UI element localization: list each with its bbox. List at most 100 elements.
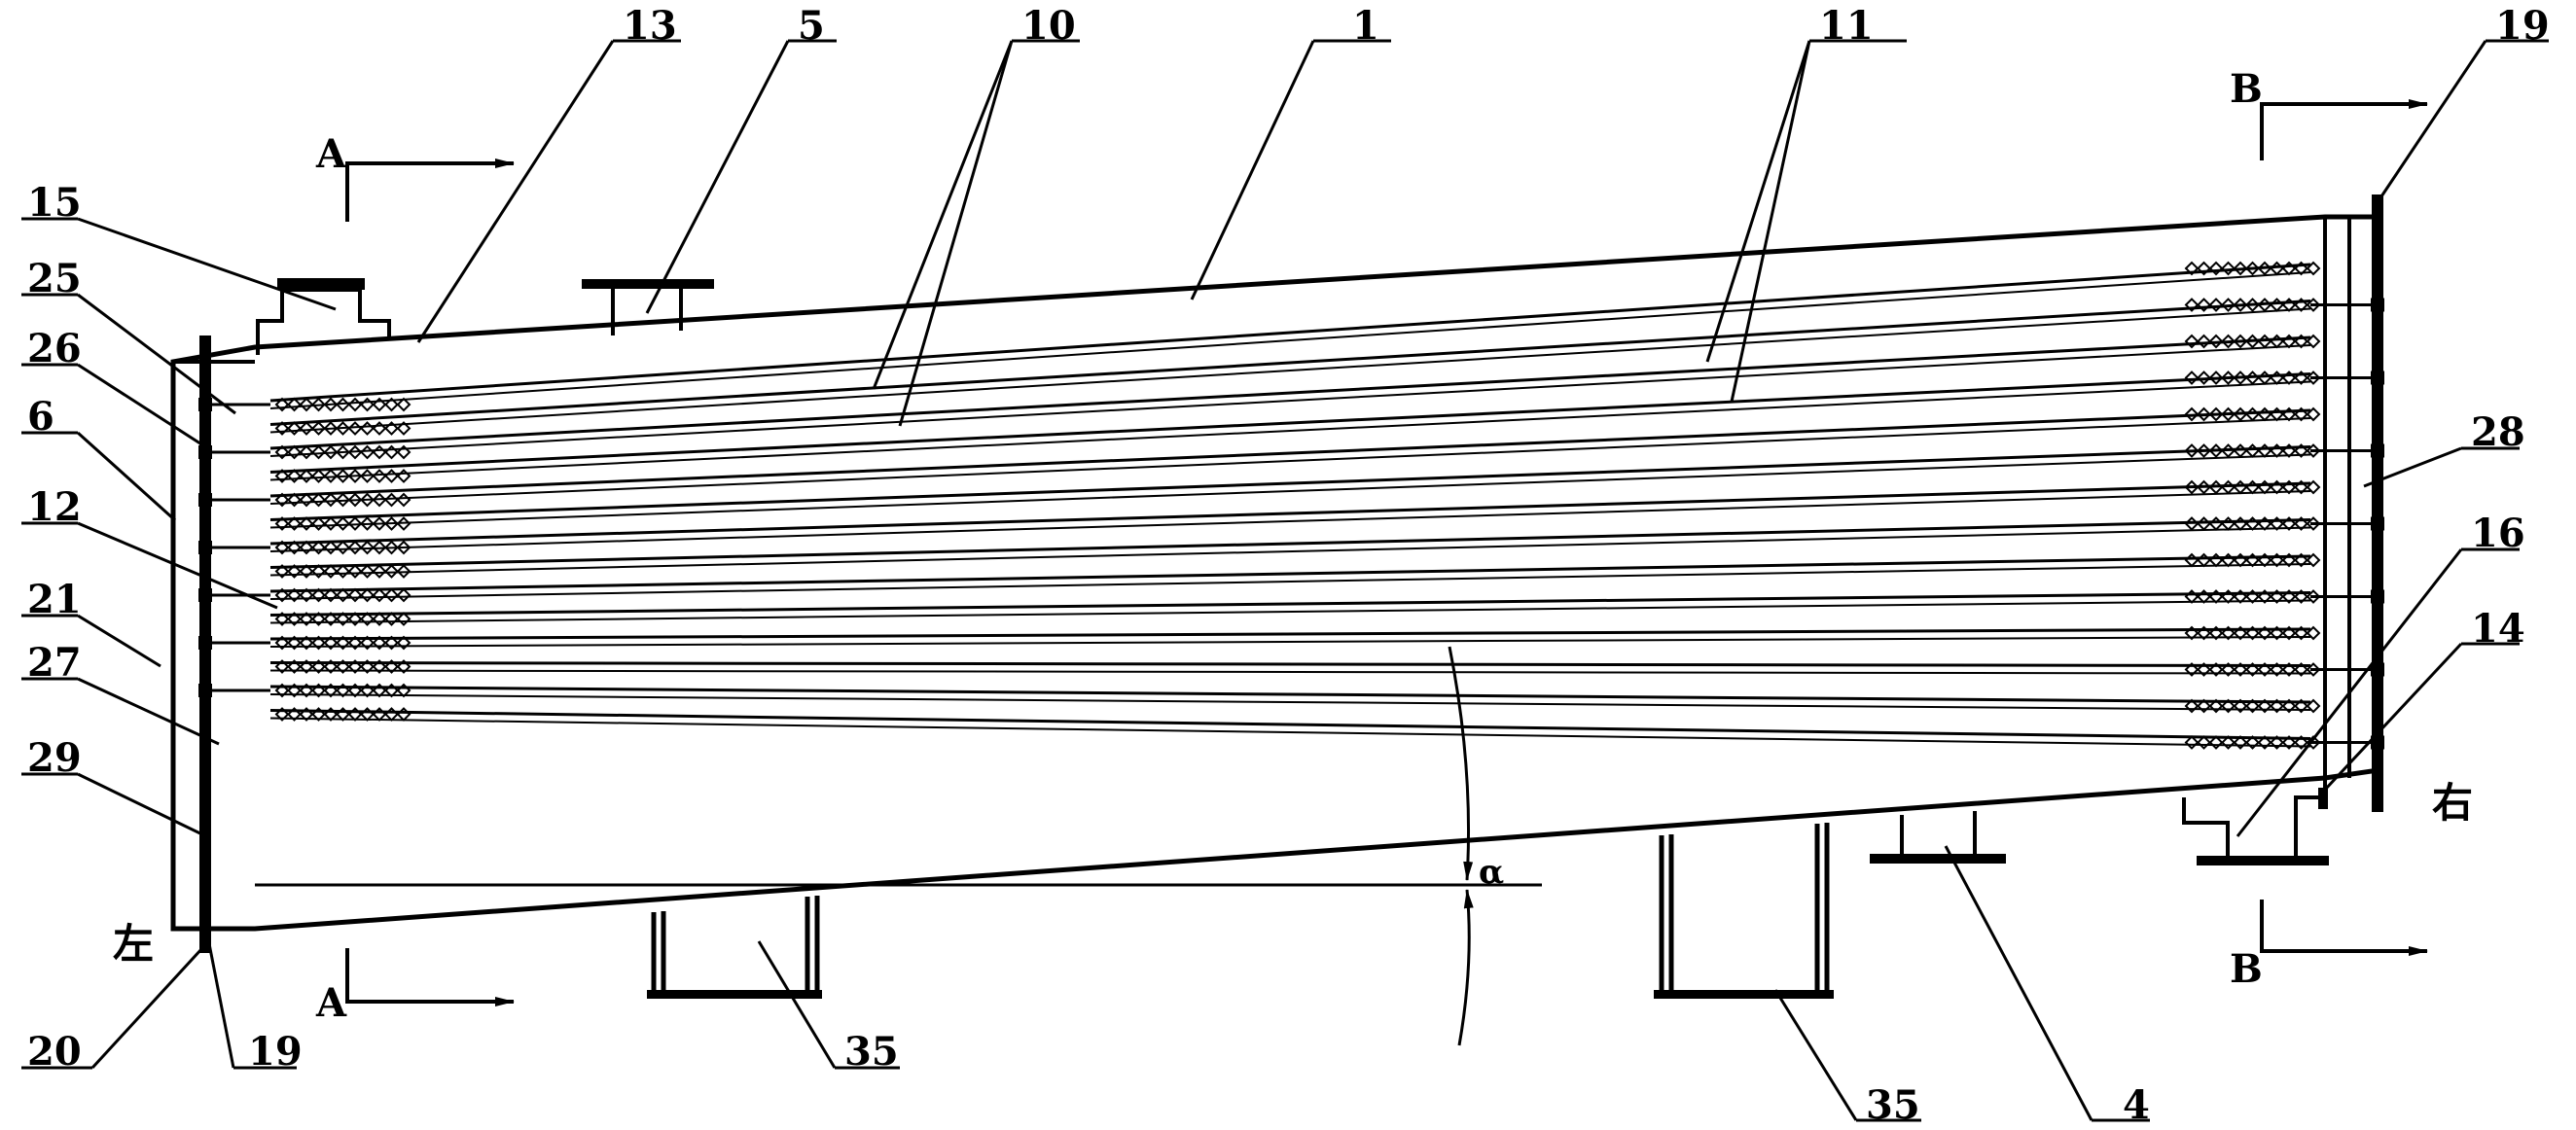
fin	[2306, 261, 2321, 276]
fin	[347, 540, 363, 555]
leader-13-segment	[416, 40, 615, 343]
fin-block-left	[274, 492, 411, 508]
fin-block-right	[2184, 334, 2321, 349]
leader-25-segment	[77, 293, 236, 415]
leader-15	[21, 217, 337, 311]
fin	[2306, 698, 2321, 714]
leader-11	[1705, 39, 1907, 403]
right-tube-sheet	[2372, 194, 2383, 812]
fin	[2197, 334, 2211, 349]
fin	[2306, 406, 2321, 422]
fin	[2184, 552, 2200, 568]
fin	[2306, 334, 2321, 349]
tube	[269, 481, 2311, 546]
leader-20	[21, 946, 204, 1070]
leader-10-segment	[872, 40, 1014, 390]
fin	[2306, 625, 2321, 641]
leader-19-bottom	[204, 928, 297, 1070]
fin-block-left	[274, 612, 411, 626]
fin	[396, 612, 411, 626]
fin	[2257, 371, 2272, 385]
tube-wall	[269, 599, 2311, 624]
support-35-right	[1654, 823, 1834, 999]
fin-block-left	[274, 444, 411, 460]
leader-16-segment	[2236, 548, 2463, 837]
fin	[372, 587, 387, 603]
fin-block-left	[274, 635, 411, 651]
leader-15-segment	[77, 217, 337, 311]
joint-right	[2371, 443, 2384, 458]
tube	[269, 300, 2311, 426]
part-label-19-bottom: 19	[248, 1029, 303, 1075]
fin-block-left	[274, 683, 411, 698]
fin	[396, 469, 411, 483]
fin	[384, 707, 399, 722]
part-label-20: 20	[27, 1029, 82, 1075]
joint-left	[198, 398, 212, 411]
leader-10-segment	[898, 40, 1014, 427]
leader-11-segment	[1705, 40, 1811, 363]
leader-6-segment	[76, 431, 177, 522]
part-label-26: 26	[27, 326, 82, 371]
fin-block-right	[2184, 261, 2321, 276]
leader-lines	[21, 39, 2549, 1122]
part-label-27: 27	[27, 640, 82, 686]
tube	[269, 263, 2311, 403]
tube	[269, 709, 2311, 740]
fin	[2270, 371, 2284, 385]
fin-block-right	[2184, 552, 2321, 568]
joint-right	[2371, 589, 2384, 604]
fin	[2245, 479, 2260, 495]
fin	[2208, 298, 2224, 312]
nozzle-16	[2182, 778, 2329, 865]
joint-left	[198, 445, 212, 459]
joint-left	[198, 636, 212, 650]
fin-block-right	[2184, 298, 2321, 312]
fin	[372, 469, 387, 483]
fin	[347, 564, 363, 579]
part-label-29: 29	[27, 735, 82, 781]
fin	[396, 492, 411, 508]
leader-13	[416, 39, 681, 343]
tube-wall	[269, 344, 2311, 457]
fin	[396, 659, 411, 674]
leader-28	[2363, 446, 2520, 488]
tube	[269, 372, 2311, 474]
leader-19-bottom-segment	[204, 928, 235, 1069]
section-mark-a-top: A	[315, 131, 515, 222]
inclination-angle: α	[255, 646, 1542, 1046]
section-label-a-bottom: A	[315, 980, 347, 1026]
tube	[269, 445, 2311, 521]
fin	[396, 421, 411, 436]
fin	[372, 444, 387, 460]
tube-wall	[269, 669, 2311, 675]
part-label-1: 1	[1352, 3, 1379, 49]
fin	[2221, 552, 2236, 568]
fin-block-right	[2184, 625, 2321, 641]
leader-19-top	[2376, 39, 2549, 203]
fin	[2257, 406, 2272, 422]
fin	[396, 635, 411, 651]
fin-block-right	[2184, 371, 2321, 385]
fin-block-left	[274, 397, 411, 412]
part-label-12: 12	[27, 484, 82, 530]
tube-wall	[269, 636, 2311, 648]
leader-5	[645, 39, 837, 314]
fin	[311, 469, 326, 483]
fin	[360, 421, 375, 436]
fin	[396, 587, 411, 603]
fin	[396, 564, 411, 579]
fin	[360, 444, 375, 460]
leader-14	[2323, 642, 2520, 792]
tube-wall	[269, 380, 2311, 481]
part-label-13: 13	[623, 3, 677, 49]
leader-26	[21, 363, 207, 449]
fin	[347, 397, 363, 412]
leader-16	[2236, 547, 2520, 837]
joint-right	[2371, 516, 2384, 531]
tube	[269, 554, 2311, 593]
fin	[2245, 443, 2260, 458]
joint-left	[198, 684, 212, 697]
tube	[269, 335, 2311, 450]
